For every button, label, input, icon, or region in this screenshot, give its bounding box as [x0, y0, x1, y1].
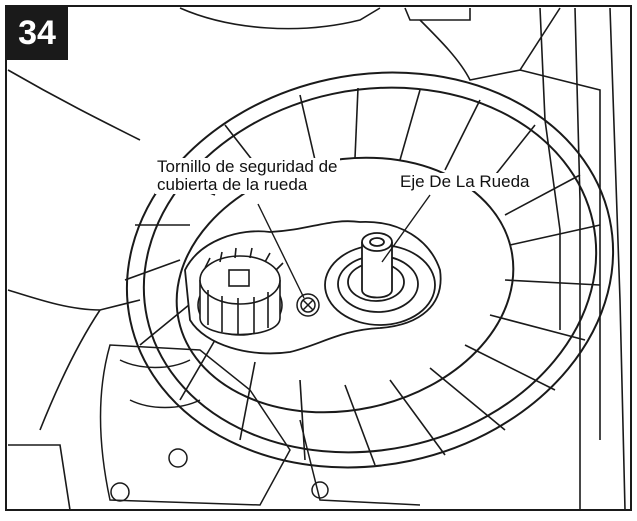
lower-housing — [99, 344, 421, 506]
callout-wheel-cover-screw: Tornillo de seguridad de cubierta de la … — [155, 158, 340, 194]
step-number-badge: 34 — [6, 6, 68, 60]
drive-gear — [197, 247, 284, 336]
step-number: 34 — [18, 13, 56, 52]
wheel-cover-screw — [296, 293, 320, 317]
callout-wheel-axle: Eje De La Rueda — [398, 172, 532, 191]
wheel-axle-shaft — [361, 232, 393, 299]
callout-leaders — [257, 194, 431, 299]
callout-wheel-cover-screw-line1: Tornillo de seguridad de — [157, 157, 338, 176]
housing-outline — [7, 7, 626, 511]
callout-wheel-cover-screw-line2: cubierta de la rueda — [157, 175, 308, 194]
